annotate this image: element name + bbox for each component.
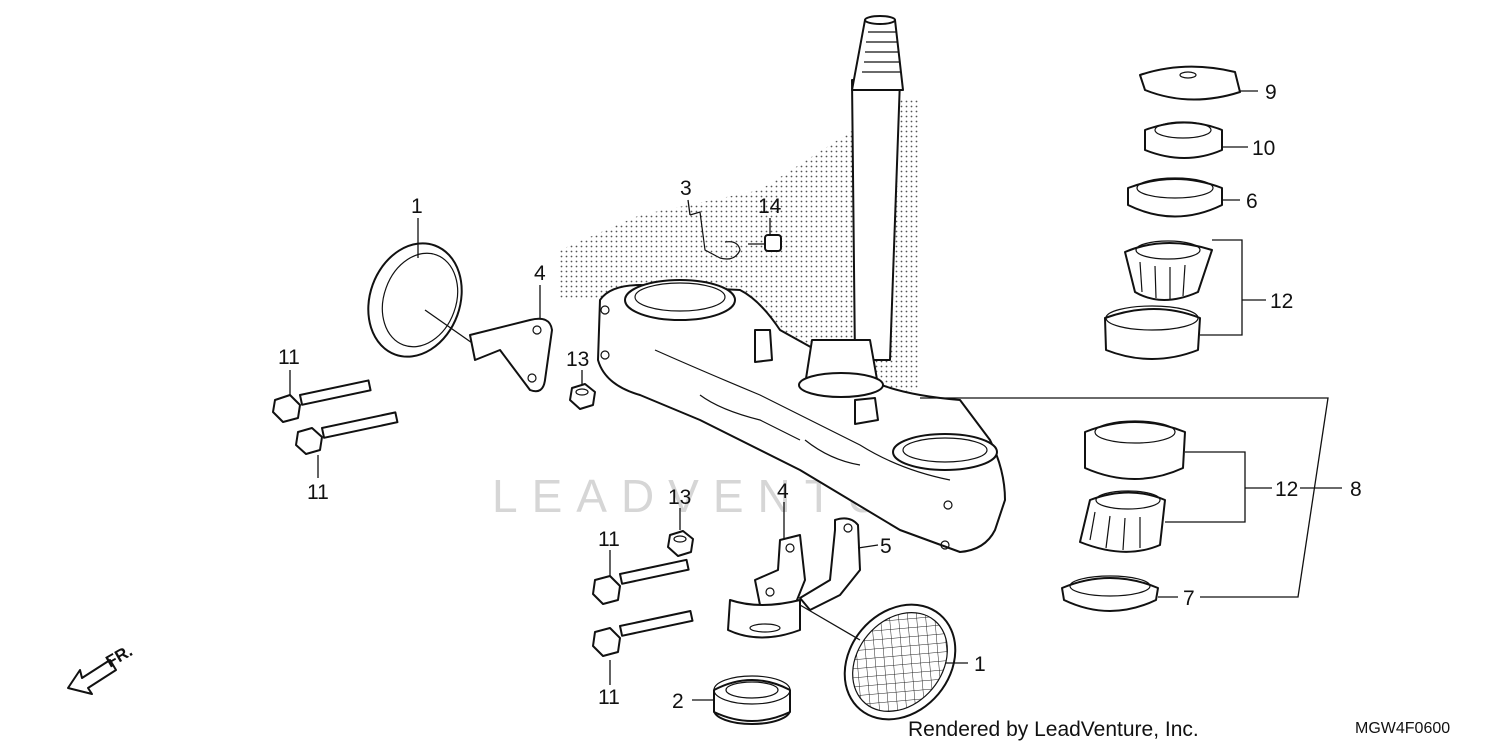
callout-11-upper-b: 11 — [307, 481, 329, 504]
bolt-11-upper-b — [295, 411, 399, 455]
callout-11-upper-a: 11 — [278, 346, 300, 369]
part-4-upper-bracket — [469, 317, 553, 393]
callout-9: 9 — [1265, 81, 1277, 104]
part-2-grommet — [713, 675, 791, 725]
diagram-code: MGW4F0600 — [1355, 720, 1451, 737]
part-7-dust-seal-lower — [1061, 575, 1159, 612]
callout-11-lower-a: 11 — [598, 528, 620, 551]
callout-1-lower: 1 — [974, 653, 986, 676]
callout-14: 14 — [758, 195, 782, 218]
part-9-lock-washer — [1139, 65, 1241, 101]
callout-13-upper: 13 — [566, 348, 589, 371]
callout-6: 6 — [1246, 190, 1258, 213]
callout-7: 7 — [1183, 587, 1195, 610]
part-14-screw — [748, 234, 782, 252]
callout-13-lower: 13 — [668, 486, 691, 509]
part-4-5-lower-bracket — [727, 517, 861, 639]
callout-2: 2 — [672, 690, 684, 713]
part-10-lock-nut — [1144, 121, 1223, 159]
leader-lines — [289, 90, 1342, 701]
nut-13-lower — [667, 530, 694, 557]
callout-11-lower-b: 11 — [598, 686, 620, 709]
steering-stem-bottom-bridge — [597, 15, 1006, 553]
callout-3: 3 — [680, 177, 692, 200]
nut-13-upper — [569, 383, 596, 410]
callout-8: 8 — [1350, 478, 1362, 501]
callout-12-lower: 12 — [1275, 478, 1298, 501]
part-3-clip — [689, 211, 741, 260]
front-direction-marker: FR. — [67, 641, 136, 695]
part-12-upper-bearing — [1104, 240, 1213, 360]
callout-4-upper: 4 — [534, 262, 546, 285]
callout-5: 5 — [880, 535, 892, 558]
credit-text: Rendered by LeadVenture, Inc. — [908, 718, 1199, 741]
bolt-11-upper-a — [272, 379, 372, 423]
part-12-lower-bearing — [1079, 420, 1186, 553]
part-1-lower-mesh-cover — [799, 603, 957, 721]
callouts: 1 1 2 3 4 4 5 6 7 8 9 10 11 11 11 11 12 … — [278, 81, 1362, 713]
part-6-dust-seal-upper — [1127, 177, 1223, 218]
callout-1-upper: 1 — [411, 195, 423, 218]
bolt-11-lower-a — [592, 558, 690, 605]
callout-4-lower: 4 — [777, 480, 789, 503]
callout-10: 10 — [1252, 137, 1275, 160]
shading — [560, 100, 920, 395]
bolt-11-lower-b — [592, 610, 694, 657]
callout-12-upper: 12 — [1270, 290, 1293, 313]
front-arrow-icon — [67, 659, 117, 695]
